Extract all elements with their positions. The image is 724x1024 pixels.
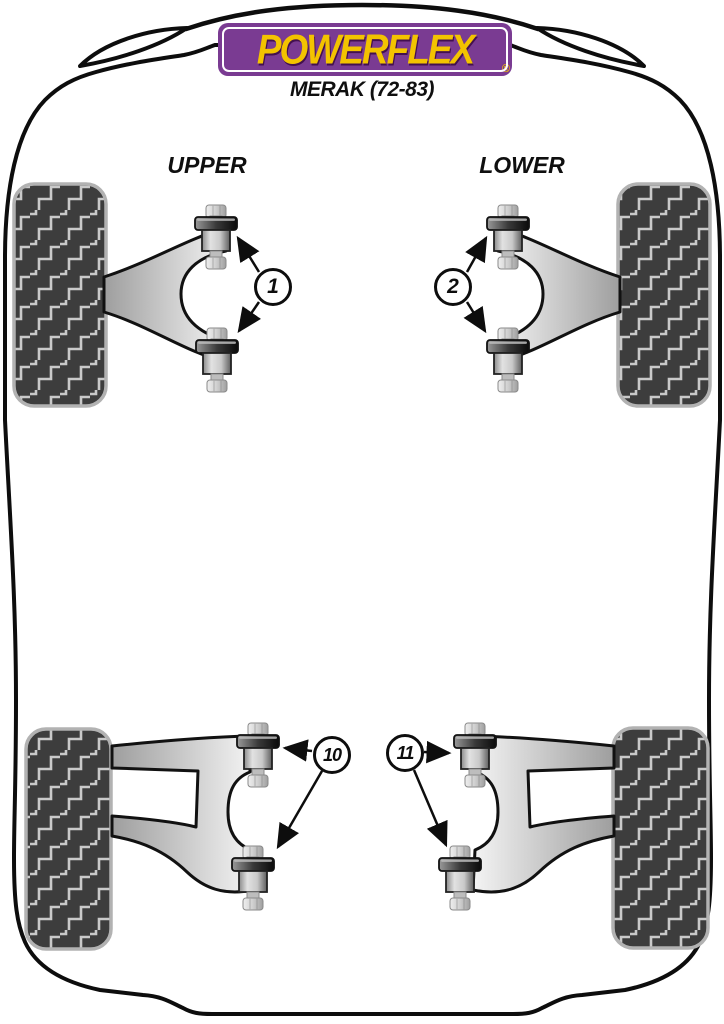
- car-body-outline: [3, 43, 722, 1016]
- roof-arc-outline: [183, 2, 541, 32]
- arrow-11-top: [423, 740, 452, 764]
- arm-rear-right: [471, 734, 616, 894]
- arrow-10-top: [282, 739, 313, 762]
- arrow-1-top: [236, 235, 261, 273]
- arm-front-upper-wishbone: [102, 227, 228, 364]
- model-title: MERAK (72-83): [289, 78, 435, 101]
- bushing-rear-left-front: [236, 722, 280, 788]
- callout-part-11: 11: [386, 734, 424, 772]
- arm-front-lower-wishbone: [496, 227, 622, 364]
- tire-rear-right: [611, 726, 710, 950]
- tire-rear-left: [24, 727, 113, 951]
- arrow-10-bottom: [276, 770, 324, 850]
- arrow-11-bottom: [412, 769, 448, 848]
- arrow-1-bottom: [237, 301, 262, 334]
- tire-front-left: [12, 182, 108, 408]
- callout-part-2: 2: [434, 268, 472, 306]
- label-lower-arm: LOWER: [479, 152, 565, 178]
- powerflex-logo: POWERFLEX ®: [218, 23, 512, 76]
- label-upper-arm: UPPER: [167, 152, 247, 178]
- arrow-2-bottom: [463, 301, 487, 334]
- right-fender-outline: [535, 26, 646, 68]
- callout-part-1: 1: [254, 268, 292, 306]
- callout-arrows: [236, 235, 488, 850]
- arrow-2-top: [465, 235, 488, 273]
- left-fender-outline: [78, 26, 189, 68]
- powerflex-logo-text: POWERFLEX: [256, 26, 475, 73]
- tire-front-right: [616, 182, 712, 408]
- callout-part-10: 10: [313, 736, 351, 774]
- registered-trademark-icon: ®: [501, 63, 510, 75]
